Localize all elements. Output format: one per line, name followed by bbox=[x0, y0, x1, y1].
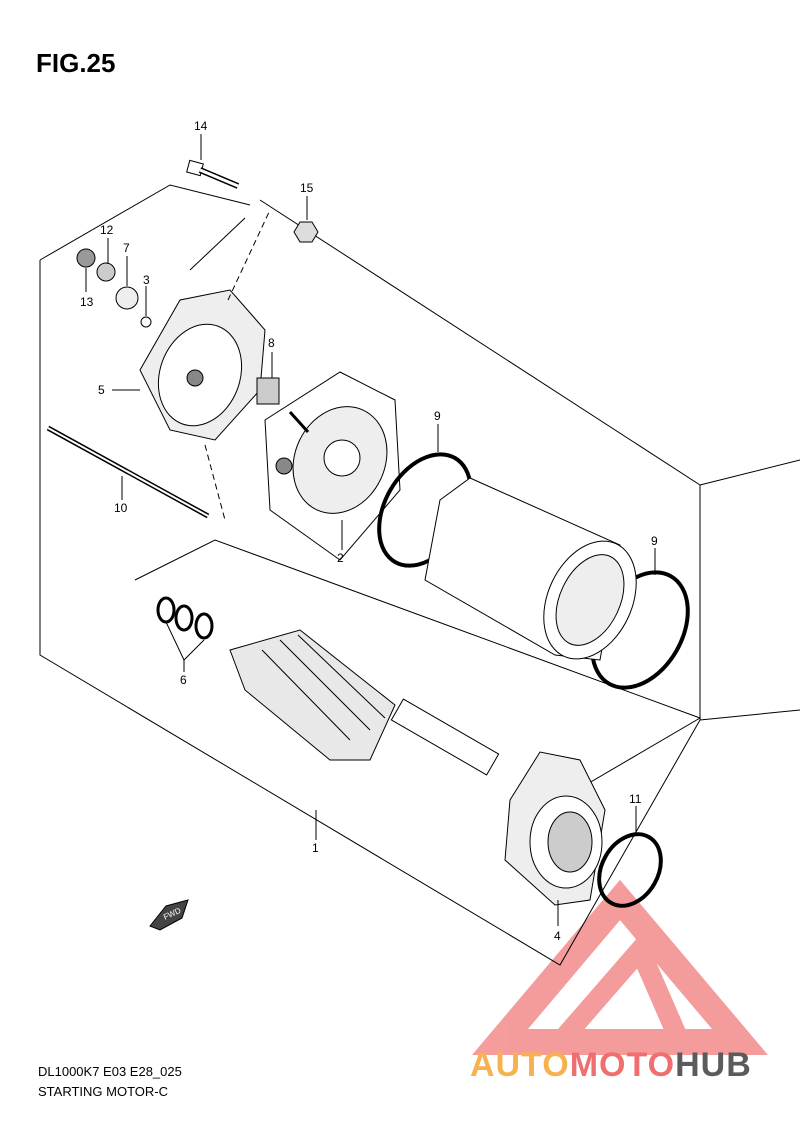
figure-title: FIG.25 bbox=[36, 48, 116, 78]
section-name: STARTING MOTOR-C bbox=[38, 1084, 168, 1099]
callout-5: 5 bbox=[98, 383, 105, 397]
brand-part-moto: MOTO bbox=[569, 1046, 676, 1084]
callout-10: 10 bbox=[114, 501, 128, 515]
callout-8: 8 bbox=[268, 336, 275, 350]
washer-icon bbox=[115, 286, 139, 310]
nut-icon bbox=[293, 221, 319, 243]
callout-14: 14 bbox=[194, 119, 208, 133]
callout-2: 2 bbox=[337, 551, 344, 565]
callout-9-top: 9 bbox=[434, 409, 441, 423]
brand-part-auto: AUTO bbox=[470, 1046, 570, 1084]
callout-13: 13 bbox=[80, 295, 94, 309]
front-cover-icon bbox=[504, 751, 606, 906]
callout-6: 6 bbox=[180, 673, 187, 687]
fwd-arrow-icon: FWD bbox=[149, 899, 189, 931]
bolt-icon bbox=[186, 159, 240, 189]
rear-cover-icon bbox=[139, 289, 266, 441]
callout-12: 12 bbox=[100, 223, 114, 237]
model-code: DL1000K7 E03 E28_025 bbox=[38, 1064, 182, 1079]
callout-7: 7 bbox=[123, 241, 130, 255]
washer-icon bbox=[96, 262, 116, 282]
leader-lines bbox=[85, 134, 656, 926]
assembly-outline bbox=[39, 184, 800, 966]
callout-11: 11 bbox=[629, 792, 642, 806]
yoke-housing-icon bbox=[424, 477, 637, 661]
callout-3: 3 bbox=[143, 273, 150, 287]
o-ring-icon bbox=[140, 316, 152, 328]
callout-numbers: 14 15 12 7 3 13 5 8 10 2 9 9 6 1 11 4 bbox=[80, 119, 658, 943]
o-ring-icon bbox=[597, 832, 663, 908]
callout-15: 15 bbox=[300, 181, 314, 195]
callout-4: 4 bbox=[554, 929, 561, 943]
nut-icon bbox=[76, 248, 96, 268]
through-bolt-icon bbox=[46, 425, 210, 519]
armature-icon bbox=[229, 629, 500, 776]
watermark-logo-icon bbox=[471, 879, 769, 1055]
washer-icon bbox=[156, 596, 214, 640]
brand-part-hub: HUB bbox=[675, 1046, 752, 1084]
callout-9-right: 9 bbox=[651, 534, 658, 548]
bracket-icon bbox=[256, 377, 280, 405]
watermark-brand: AUTOMOTOHUB bbox=[470, 1046, 752, 1085]
armature-frame bbox=[134, 539, 702, 801]
brush-holder-frame bbox=[264, 371, 401, 561]
brush-holder-icon bbox=[275, 406, 388, 514]
callout-1: 1 bbox=[312, 841, 319, 855]
